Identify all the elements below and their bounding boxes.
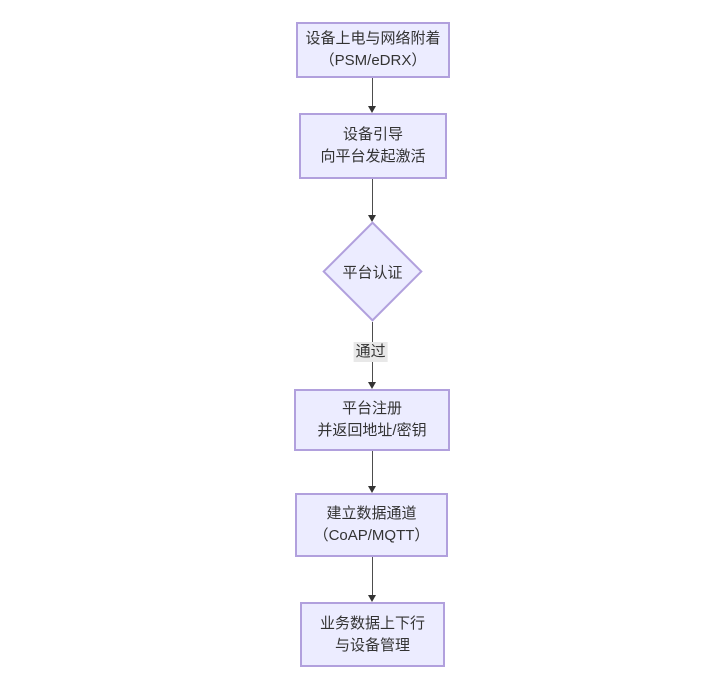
node-line: （PSM/eDRX）: [319, 52, 427, 69]
node-line: 平台注册: [341, 400, 402, 417]
node-business-data: 业务数据上下行 与设备管理: [300, 602, 445, 667]
node-line: 与设备管理: [334, 636, 410, 654]
edge-label-pass: 通过: [353, 342, 388, 362]
node-power-network-attach: 设备上电与网络附着 （PSM/eDRX）: [296, 22, 450, 78]
arrowhead-icon: [368, 382, 376, 389]
decision-platform-auth: 平台认证: [322, 221, 423, 322]
node-line: 建立数据通道: [326, 505, 417, 522]
arrowhead-icon: [368, 486, 376, 493]
node-line: 设备上电与网络附着: [305, 30, 441, 47]
node-line: 向平台发起激活: [320, 148, 426, 165]
arrowhead-icon: [368, 215, 376, 222]
node-line: 设备引导: [342, 126, 403, 143]
node-data-channel: 建立数据通道 （CoAP/MQTT）: [295, 493, 448, 557]
node-device-bootstrap: 设备引导 向平台发起激活: [299, 113, 447, 179]
node-line: 并返回地址/密钥: [317, 422, 427, 439]
edge-line: [372, 451, 373, 486]
node-line: （CoAP/MQTT）: [313, 527, 430, 544]
edge-line: [372, 78, 373, 106]
node-line: 业务数据上下行: [319, 614, 425, 632]
node-line: 平台认证: [342, 264, 403, 281]
edge-line: [372, 557, 373, 595]
edge-line: [372, 179, 373, 215]
arrowhead-icon: [368, 595, 376, 602]
arrowhead-icon: [368, 106, 376, 113]
node-platform-register: 平台注册 并返回地址/密钥: [294, 389, 450, 451]
